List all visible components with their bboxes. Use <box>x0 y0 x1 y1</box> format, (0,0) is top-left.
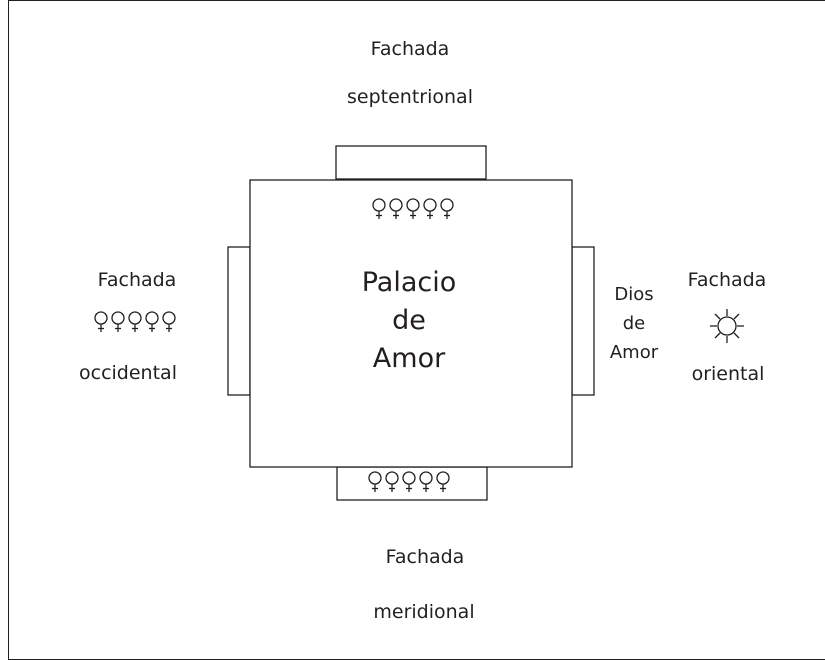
palace-title: Palacio de Amor <box>362 264 457 378</box>
palace-title-line2: de <box>392 305 426 336</box>
venus-group-south <box>368 471 450 492</box>
venus-icon <box>406 198 420 219</box>
venus-icon <box>94 311 108 332</box>
venus-icon <box>436 471 450 492</box>
venus-group-west <box>94 311 176 332</box>
east-label-line1: Fachada <box>687 269 767 291</box>
palace-square <box>249 179 573 468</box>
venus-icon <box>389 198 403 219</box>
god-label: Dios de Amor <box>610 280 658 367</box>
god-label-line3: Amor <box>609 342 659 363</box>
venus-icon <box>111 311 125 332</box>
west-label-line2: occidental <box>79 362 177 384</box>
north-annex <box>335 145 487 180</box>
south-label-line1: Fachada <box>385 546 465 568</box>
sun-icon <box>710 309 744 343</box>
venus-icon <box>423 198 437 219</box>
venus-icon <box>145 311 159 332</box>
west-label-line1: Fachada <box>97 269 177 291</box>
west-annex <box>227 246 251 396</box>
god-label-line2: de <box>622 313 646 334</box>
venus-icon <box>368 471 382 492</box>
venus-icon <box>402 471 416 492</box>
venus-icon <box>372 198 386 219</box>
venus-icon <box>440 198 454 219</box>
north-label-line2: septentrional <box>347 86 473 108</box>
south-label-line2: meridional <box>373 601 475 623</box>
venus-group-north <box>372 198 454 219</box>
venus-icon <box>162 311 176 332</box>
venus-icon <box>385 471 399 492</box>
venus-icon <box>419 471 433 492</box>
venus-icon <box>128 311 142 332</box>
palace-title-line3: Amor <box>372 343 446 374</box>
god-label-line1: Dios <box>614 284 654 305</box>
east-annex <box>571 246 595 396</box>
north-label-line1: Fachada <box>370 38 450 60</box>
east-label-line2: oriental <box>691 363 765 385</box>
palace-title-line1: Palacio <box>361 267 457 298</box>
